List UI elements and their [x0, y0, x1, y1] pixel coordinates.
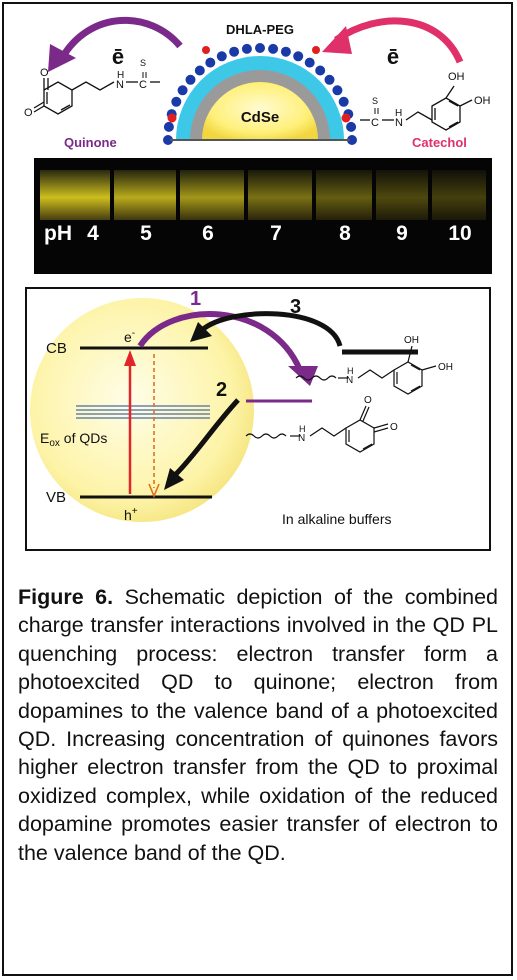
peg-ligand-dot	[268, 43, 279, 54]
peg-ligand-dot	[346, 121, 357, 132]
ph-value: 7	[270, 222, 282, 245]
atom-o: O	[390, 422, 398, 433]
peg-ligand-dot	[338, 96, 349, 107]
peg-ligand-dots	[163, 43, 357, 145]
caption-label: Figure 6.	[18, 585, 114, 609]
attachment-dot	[312, 46, 320, 54]
ph-value: 4	[87, 222, 99, 245]
path-1-label: 1	[190, 288, 201, 310]
atom-n: N	[395, 117, 403, 129]
peg-ligand-dot	[332, 85, 343, 96]
atom-s: S	[140, 58, 146, 68]
hole-label: h+	[124, 506, 138, 523]
ph-value: 6	[202, 222, 214, 245]
attachment-dot	[202, 46, 210, 54]
transfer-arrow-1-head	[288, 366, 318, 386]
peg-ligand-dot	[194, 65, 205, 76]
figure-graphic: DHLA-PEG CdSe ē ē	[24, 16, 492, 551]
peg-ligand-dot	[216, 51, 227, 62]
peg-ligand-dot	[324, 74, 335, 85]
atom-o: O	[364, 395, 372, 406]
ph-vial-strip: pH 4 5 6 7 8 9 10	[34, 158, 492, 274]
electron-arrow-left-head	[48, 44, 76, 72]
transfer-arrow-1	[137, 311, 303, 372]
peg-ligand-dot	[347, 135, 357, 145]
peg-ligand-dot	[255, 43, 265, 53]
buffer-note: In alkaline buffers	[282, 511, 391, 527]
atom-oh: OH	[474, 95, 491, 107]
electron-left-label: ē	[112, 44, 124, 69]
atom-h: H	[347, 366, 354, 376]
excitation-arrow-head	[124, 350, 136, 366]
vb-label: VB	[46, 489, 66, 506]
peg-ligand-dot	[315, 65, 326, 76]
electron-right-label: ē	[387, 44, 399, 69]
atom-s: S	[372, 96, 378, 106]
atom-oh: OH	[448, 71, 465, 83]
atom-oh: OH	[438, 362, 453, 373]
ph-prefix: pH	[44, 222, 72, 245]
peg-ligand-dot	[293, 51, 304, 62]
atom-c: C	[139, 79, 147, 91]
peg-ligand-dot	[185, 74, 196, 85]
peg-ligand-dot	[229, 46, 240, 57]
ph-value: 5	[140, 222, 152, 245]
atom-n: N	[116, 79, 124, 91]
atom-oh: OH	[404, 335, 419, 346]
peg-ligand-dot	[163, 135, 173, 145]
cb-label: CB	[46, 340, 67, 357]
quinone-diagram-structure	[245, 405, 389, 453]
shell-label: DHLA-PEG	[226, 22, 294, 37]
electron-arrow-right-head	[322, 26, 352, 54]
peg-ligand-dot	[304, 57, 315, 68]
catechol-structure	[360, 85, 473, 131]
trap-states	[76, 405, 210, 419]
peg-ligand-dot	[280, 46, 291, 57]
transfer-arrow-2	[174, 398, 240, 476]
atom-h: H	[117, 70, 124, 81]
peg-ligand-dot	[163, 121, 174, 132]
quinone-structure	[33, 78, 160, 115]
atom-o: O	[40, 67, 49, 79]
peg-ligand-dot	[241, 43, 252, 54]
ph-value: 9	[396, 222, 408, 245]
path-3-label: 3	[290, 296, 301, 318]
atom-h: H	[395, 108, 402, 119]
catechol-label: Catechol	[412, 135, 467, 150]
figure-caption: Figure 6. Schematic depiction of the com…	[18, 583, 498, 867]
quinone-label: Quinone	[64, 135, 117, 150]
electron-arrow-left	[58, 16, 183, 60]
transfer-arrow-2-head	[164, 468, 184, 490]
electron-arrow-right	[334, 17, 464, 64]
attachment-dot	[167, 113, 177, 123]
transfer-arrow-3-head	[190, 322, 212, 342]
caption-text: Schematic depiction of the combined char…	[18, 585, 498, 865]
energy-diagram: CB VB Eox of QDs e- h+ 1 3 2	[25, 287, 491, 551]
atom-c: C	[371, 117, 379, 129]
path-2-label: 2	[216, 379, 227, 401]
peg-ligand-dot	[177, 85, 188, 96]
core-label: CdSe	[241, 109, 279, 126]
atom-o: O	[24, 107, 33, 119]
eox-label: Eox of QDs	[40, 430, 107, 449]
transfer-arrow-3	[200, 311, 343, 347]
electron-label: e-	[124, 328, 135, 345]
dopamine-structure	[295, 345, 437, 395]
top-scheme: DHLA-PEG CdSe ē ē	[24, 16, 491, 150]
atom-n: N	[346, 375, 353, 386]
atom-n: N	[298, 433, 305, 444]
peg-ligand-dot	[171, 96, 182, 107]
ph-value: 10	[448, 222, 471, 245]
attachment-dot	[341, 113, 351, 123]
atom-h: H	[299, 424, 306, 434]
peg-ligand-dot	[205, 57, 216, 68]
cdse-core	[202, 82, 318, 140]
ph-value: 8	[339, 222, 351, 245]
